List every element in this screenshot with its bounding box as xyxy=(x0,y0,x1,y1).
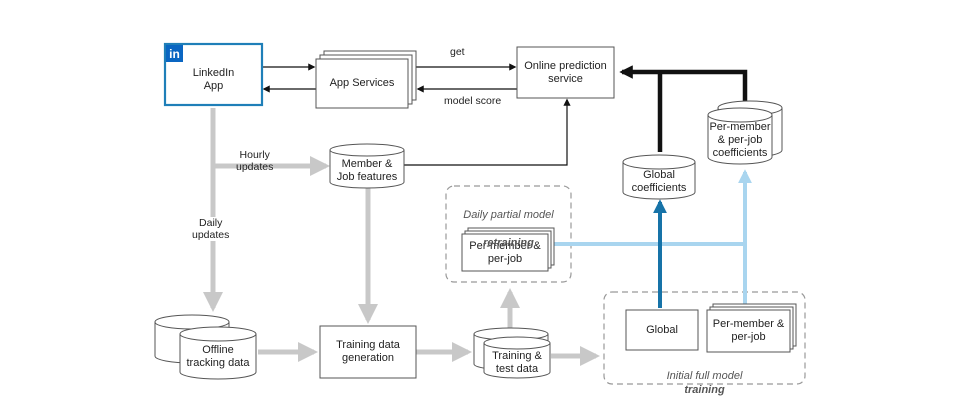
bold-black-flows xyxy=(619,65,748,152)
training-test-label: Training & test data xyxy=(492,350,542,375)
edge-label-model-score: model score xyxy=(444,95,502,107)
edge-label-get: get xyxy=(450,46,465,58)
thin-black-flows xyxy=(262,63,571,166)
full-per-member-label: Per-member & per-job xyxy=(712,318,785,343)
app-services-stack xyxy=(315,50,417,109)
full-group-title-bold: training xyxy=(684,384,725,396)
arrow-features-to-prediction xyxy=(404,98,571,166)
online-prediction-box xyxy=(516,46,615,99)
arrow-permember-up xyxy=(619,65,748,103)
per-member-coefficients-label: Per-member & per-job coefficients xyxy=(709,120,771,159)
partial-per-member-stack xyxy=(461,227,555,272)
full-global-box xyxy=(625,309,699,351)
partial-group-title-text: Daily partial model xyxy=(463,209,554,221)
gray-flows xyxy=(203,108,600,366)
member-job-features-label: Member & Job features xyxy=(336,158,398,183)
edge-label-hourly-updates: Hourly updates xyxy=(236,149,274,173)
training-generation-box xyxy=(319,325,417,379)
partial-group-title: Daily partial model retraining xyxy=(446,194,571,250)
full-group-title-text: Initial full model xyxy=(666,370,743,382)
global-coefficients-cylinder xyxy=(622,154,696,200)
linkedin-app-box xyxy=(163,42,264,107)
edge-label-daily-updates: Daily updates xyxy=(192,217,230,241)
member-job-features-cylinder xyxy=(329,143,405,189)
full-per-member-stack xyxy=(706,303,797,353)
partial-retraining-group xyxy=(445,185,572,283)
per-member-coefficients-cylinders xyxy=(707,100,783,165)
offline-tracking-cylinders xyxy=(154,314,257,380)
linkedin-logo-icon: in xyxy=(166,45,183,62)
training-generation-label: Training data generation xyxy=(336,339,400,364)
full-training-group xyxy=(603,291,806,385)
full-group-title: Initial full model training xyxy=(604,355,805,397)
linkedin-app-label: LinkedIn App xyxy=(192,67,235,92)
partial-group-title-bold: retraining xyxy=(483,237,534,249)
partial-per-member-label: Per-member & per-job xyxy=(469,239,541,265)
offline-tracking-label: Offline tracking data xyxy=(186,344,250,369)
app-services-label: App Services xyxy=(329,77,395,89)
global-coefficients-label: Global coefficients xyxy=(631,169,687,194)
training-test-cylinders xyxy=(473,327,551,379)
full-global-label: Global xyxy=(646,323,678,336)
online-prediction-label: Online prediction service xyxy=(524,59,607,85)
light-blue-flows xyxy=(553,169,752,306)
